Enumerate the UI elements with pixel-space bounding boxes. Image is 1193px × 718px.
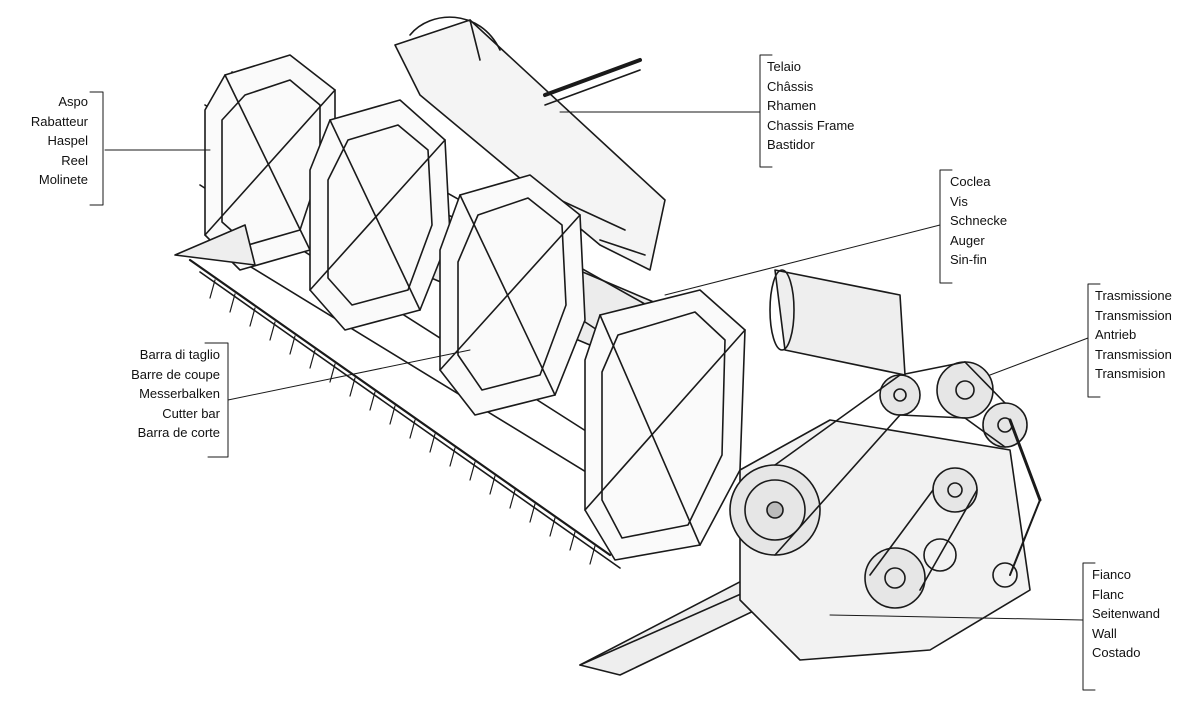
label-fr: Flanc	[1092, 586, 1124, 602]
label-fr: Rabatteur	[30, 113, 88, 129]
label-it: Fianco	[1092, 567, 1132, 582]
label-es: Sin-fin	[950, 252, 987, 267]
drive-transmission	[729, 361, 1042, 609]
label-fr: Vis	[950, 193, 968, 209]
side-wall-leader	[829, 614, 1084, 621]
label-it: Aspo	[58, 94, 88, 109]
chassis-frame	[394, 16, 666, 271]
label-it: Trasmissione	[1095, 288, 1172, 303]
label-en: Wall	[1092, 625, 1117, 641]
label-en: Transmission	[1095, 346, 1172, 362]
label-es: Barra de corte	[137, 425, 220, 440]
cutter-bar-label-group: Barra di taglio Barre de coupe Messerbal…	[60, 345, 220, 443]
label-it: Coclea	[950, 174, 991, 189]
label-fr: Barre de coupe	[131, 366, 220, 382]
label-es: Transmision	[1095, 366, 1166, 381]
cutter-bar-bracket	[204, 342, 229, 458]
transmission-leader	[989, 337, 1089, 376]
auger-label-group: Coclea Vis Schnecke Auger Sin-fin	[950, 172, 1007, 270]
label-de: Seitenwand	[1092, 606, 1160, 621]
label-en: Auger	[950, 232, 985, 248]
label-fr: Transmission	[1095, 307, 1172, 323]
transmission-label-group: Trasmissione Transmission Antrieb Transm…	[1095, 286, 1193, 384]
reel-label-group: Aspo Rabatteur Haspel Reel Molinete	[8, 92, 88, 190]
auger-bracket	[939, 169, 953, 284]
reel-spider-4	[584, 289, 746, 561]
label-de: Messerbalken	[139, 386, 220, 401]
reel-spider-3	[439, 174, 586, 416]
side-wall-label-group: Fianco Flanc Seitenwand Wall Costado	[1092, 565, 1160, 663]
auger-leader	[664, 224, 941, 296]
label-de: Haspel	[47, 133, 88, 148]
chassis-bracket	[759, 54, 773, 168]
label-en: Reel	[61, 152, 88, 168]
cutter-bar	[188, 258, 621, 569]
crop-divider-left	[174, 224, 256, 266]
label-en: Chassis Frame	[767, 117, 855, 133]
side-wall-bracket	[1082, 562, 1096, 691]
label-de: Schnecke	[950, 213, 1008, 228]
chassis-label-group: Telaio Châssis Rhamen Chassis Frame Bast…	[767, 57, 854, 155]
label-de: Antrieb	[1095, 327, 1137, 342]
label-fr: Châssis	[767, 78, 814, 94]
label-en: Cutter bar	[162, 405, 220, 421]
label-de: Rhamen	[767, 98, 817, 113]
reel-spider-2	[309, 99, 451, 331]
drive-housing	[769, 269, 906, 376]
cutter-bar-leader	[227, 349, 471, 401]
transmission-bracket	[1087, 283, 1101, 398]
label-es: Costado	[1092, 645, 1141, 660]
label-it: Barra di taglio	[139, 347, 220, 362]
label-es: Bastidor	[767, 137, 815, 152]
label-es: Molinete	[38, 172, 88, 187]
reel-bracket	[89, 91, 104, 206]
label-it: Telaio	[767, 59, 801, 74]
label-brackets	[89, 54, 1101, 691]
leader-lines	[104, 111, 1089, 621]
